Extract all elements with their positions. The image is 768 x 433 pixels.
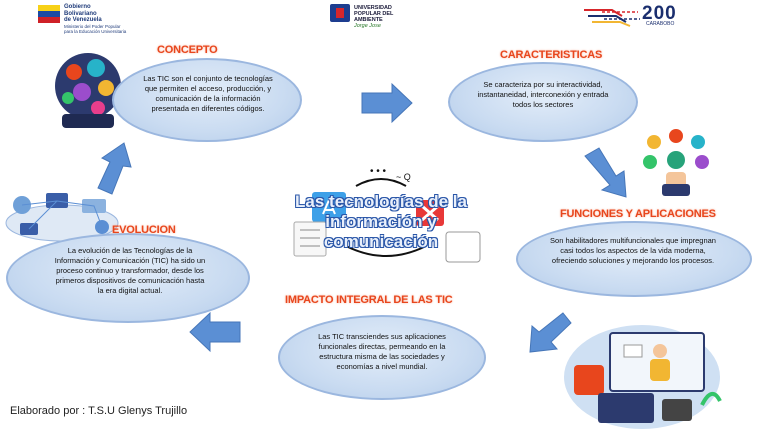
anniversary-logo: 200 CARABOBO [582, 3, 732, 30]
evolucion-bubble [6, 233, 250, 323]
university-logo-text: UNIVERSIDAD POPULAR DEL AMBIENTE Jorge J… [354, 5, 394, 29]
impacto-title: IMPACTO INTEGRAL DE LAS TIC [285, 294, 453, 306]
funciones-text: Son habilitadores multifuncionales que i… [550, 236, 716, 265]
center-title: Las tecnologías de la información y comu… [295, 192, 467, 251]
venezuela-flag-icon [38, 5, 60, 23]
right-arrow-icon [361, 82, 413, 124]
anniversary-stripes-icon [584, 9, 640, 27]
down-arrow-icon [584, 147, 627, 198]
caracteristicas-bubble [448, 62, 638, 142]
up-arrow-icon [97, 142, 132, 195]
center-ict-illustration: • • • ~ Q [293, 166, 481, 263]
impacto-bubble [278, 315, 486, 400]
impacto-text: Las TIC transciendes sus aplicaciones fu… [318, 332, 446, 371]
apps-people-illustration [643, 129, 709, 196]
university-logo: UNIVERSIDAD POPULAR DEL AMBIENTE Jorge J… [330, 4, 430, 29]
funciones-bubble [516, 221, 752, 297]
concepto-bubble [112, 58, 302, 142]
concepto-text: Las TIC son el conjunto de tecnologías q… [143, 74, 273, 113]
svg-text:• • •: • • • [370, 166, 387, 177]
header-logos: Gobierno Bolivariano de Venezuela Minist… [0, 0, 768, 34]
network-devices-illustration [5, 193, 119, 242]
funciones-title: FUNCIONES Y APLICACIONES [560, 208, 716, 220]
evolucion-text: La evolución de las Tecnologías de la In… [54, 246, 206, 295]
author-credit: Elaborado por : T.S.U Glenys Trujillo [10, 405, 188, 417]
government-logo: Gobierno Bolivariano de Venezuela Minist… [38, 4, 153, 34]
anniversary-subtitle: CARABOBO [646, 21, 675, 27]
caracteristicas-text: Se caracteriza por su interactividad, in… [477, 80, 609, 109]
caracteristicas-title: CARACTERISTICAS [500, 49, 603, 61]
evolucion-title: EVOLUCION [112, 224, 176, 236]
svg-text:~ Q: ~ Q [396, 172, 411, 182]
concepto-title: CONCEPTO [157, 44, 218, 56]
online-class-illustration [564, 325, 722, 429]
down-left-arrow-icon [529, 312, 572, 353]
anniversary-number: 200 [642, 3, 677, 24]
brain-head-illustration [55, 53, 121, 128]
left-arrow-icon [189, 311, 241, 353]
government-logo-text: Gobierno Bolivariano de Venezuela Minist… [64, 4, 127, 34]
